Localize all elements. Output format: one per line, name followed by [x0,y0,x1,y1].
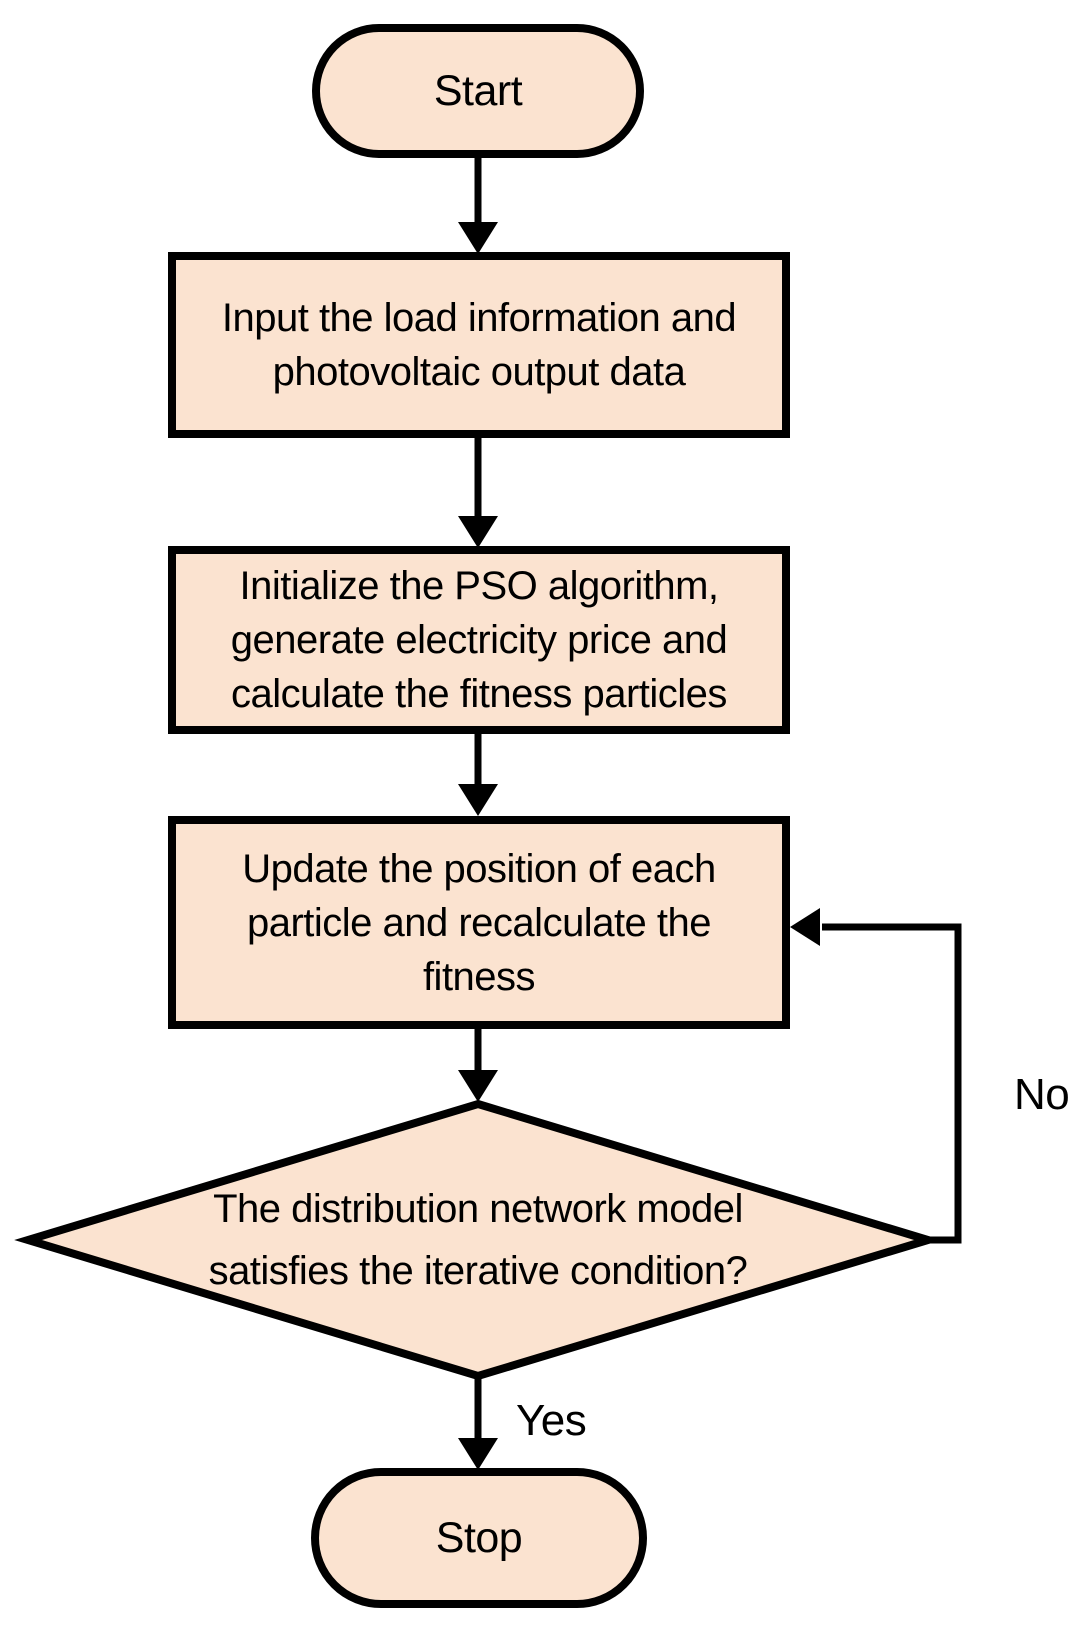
start-label: Start [433,67,523,115]
update-label: Update the position of each particle and… [242,846,716,999]
start-node-shape [312,24,644,158]
arrowhead-down-icon [458,516,498,548]
arrowhead-down-icon [458,784,498,816]
stop-label: Stop [435,1514,523,1562]
decision-node-shape [14,1099,942,1381]
arrowhead-down-icon [458,222,498,254]
arrow-update-to-decision [458,1025,498,1102]
stop-node-shape [311,1468,647,1608]
input-node-shape [168,252,790,438]
arrow-loop-shaft [822,923,962,1244]
arrow-decision-to-update-no [790,908,962,1244]
initialize-label: Initialize the PSO algorithm, generate e… [230,564,728,716]
arrowhead-left-icon [790,908,820,946]
no-edge-label: No [1014,1070,1070,1119]
arrow-initialize-to-update [458,730,498,816]
arrow-decision-to-stop-yes [458,1376,498,1470]
arrow-start-to-input [458,154,498,254]
initialize-node-shape [168,546,790,734]
arrowhead-down-icon [458,1070,498,1102]
input-label: Input the load information and photovolt… [221,296,737,394]
yes-edge-label: Yes [516,1396,587,1445]
arrow-input-to-initialize [458,434,498,548]
decision-label: The distribution network model satisfies… [208,1187,748,1293]
arrowhead-down-icon [458,1438,498,1470]
update-node-shape [168,816,790,1029]
